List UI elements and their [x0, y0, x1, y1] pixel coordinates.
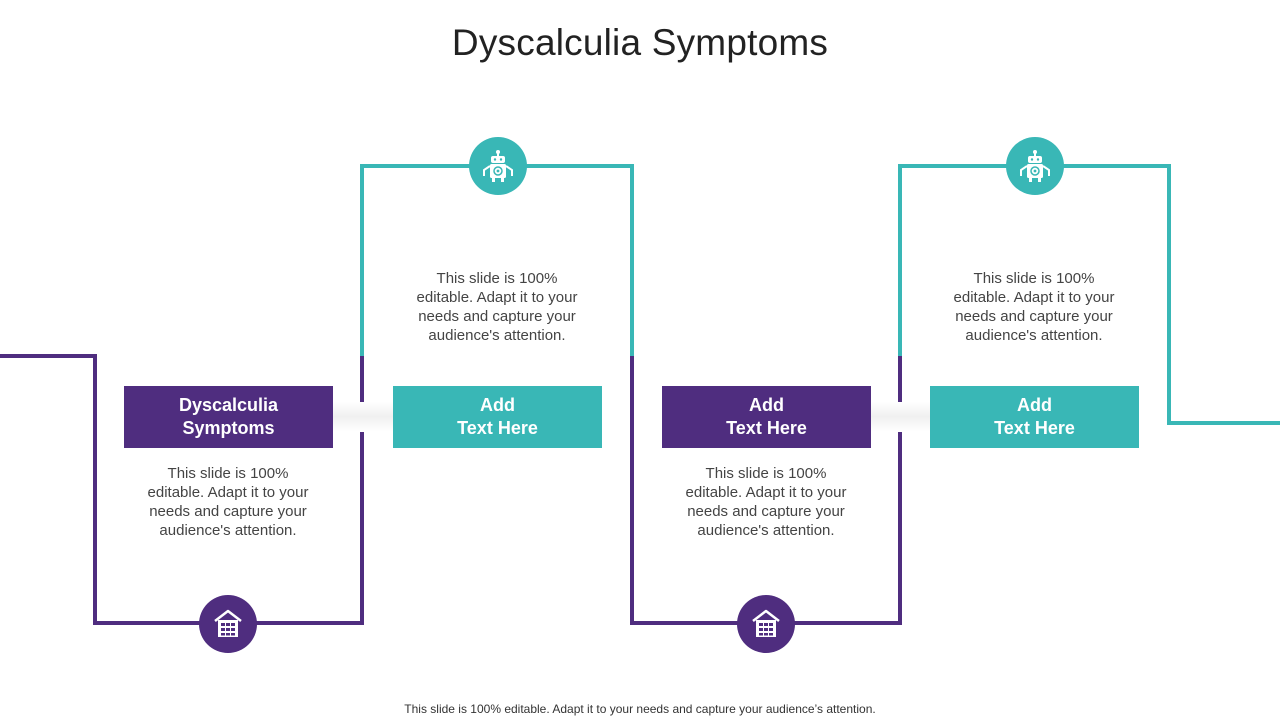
building-icon [199, 595, 257, 653]
step-4-description: This slide is 100% editable. Adapt it to… [953, 270, 1115, 344]
step-4-label: Add Text Here [994, 395, 1075, 438]
step-3-label: Add Text Here [726, 395, 807, 438]
teal-line-right [898, 164, 1280, 425]
step-3-box: Add Text Here [662, 386, 871, 448]
step-1-box: Dyscalculia Symptoms [124, 386, 333, 448]
purple-line-left [0, 354, 364, 625]
robot-icon [1006, 137, 1064, 195]
step-1-description: This slide is 100% editable. Adapt it to… [147, 465, 309, 539]
box-connector [333, 402, 393, 432]
step-2-description: This slide is 100% editable. Adapt it to… [416, 270, 578, 344]
footer-note: This slide is 100% editable. Adapt it to… [404, 702, 876, 716]
robot-icon [469, 137, 527, 195]
building-icon [737, 595, 795, 653]
step-1-label: Dyscalculia Symptoms [178, 395, 279, 438]
step-2-box: Add Text Here [393, 386, 602, 448]
box-connector [870, 402, 930, 432]
step-4-box: Add Text Here [930, 386, 1139, 448]
slide-title: Dyscalculia Symptoms [451, 22, 829, 63]
step-2-label: Add Text Here [457, 395, 538, 438]
step-3-description: This slide is 100% editable. Adapt it to… [685, 465, 847, 539]
